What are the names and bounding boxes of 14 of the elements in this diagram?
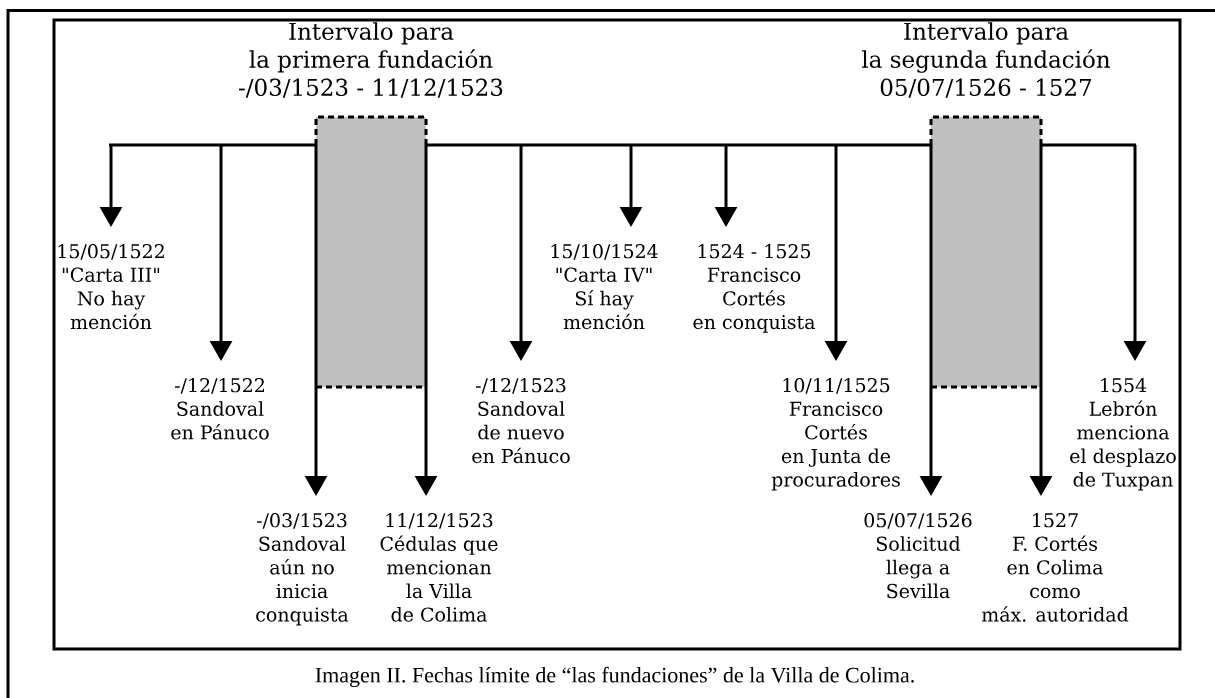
event-label: 15/05/1522 "Carta III" No hay mención: [58, 244, 164, 330]
event-label: -/12/1523 Sandoval de nuevo en Pánuco: [472, 378, 570, 464]
caption: Imagen II. Fechas límite de “las fundaciones” de la Villa de Colima.: [315, 666, 914, 688]
event-label: 1524 - 1525 Francisco Cortés en conquista: [693, 244, 815, 333]
event-label: 11/12/1523 Cédulas que mencionan la Villa de Colima: [380, 513, 498, 622]
node-label: Intervalo para la segunda fundación 05/07/1526 - 1527: [861, 22, 1111, 98]
event-label: -/12/1522 Sandoval en Pánuco: [171, 378, 269, 440]
event-label: 05/07/1526 Solicitud llega a Sevilla: [864, 513, 972, 599]
node-label: Intervalo para la primera fundación -/03/1523 - 11/12/1523: [239, 22, 503, 98]
event-label: 15/10/1524 "Carta IV" Sí hay mención: [551, 244, 658, 330]
event-label: 1554 Lebrón menciona el desplazo de Tuxpan: [1070, 378, 1176, 491]
event-label: 1527 F. Cortés en Colima como máx. autoridad: [981, 513, 1129, 622]
event-label: 10/11/1525 Francisco Cortés en Junta de procuradores: [771, 378, 900, 491]
event-label: -/03/1523 Sandoval aún no inicia conquista: [256, 513, 349, 626]
